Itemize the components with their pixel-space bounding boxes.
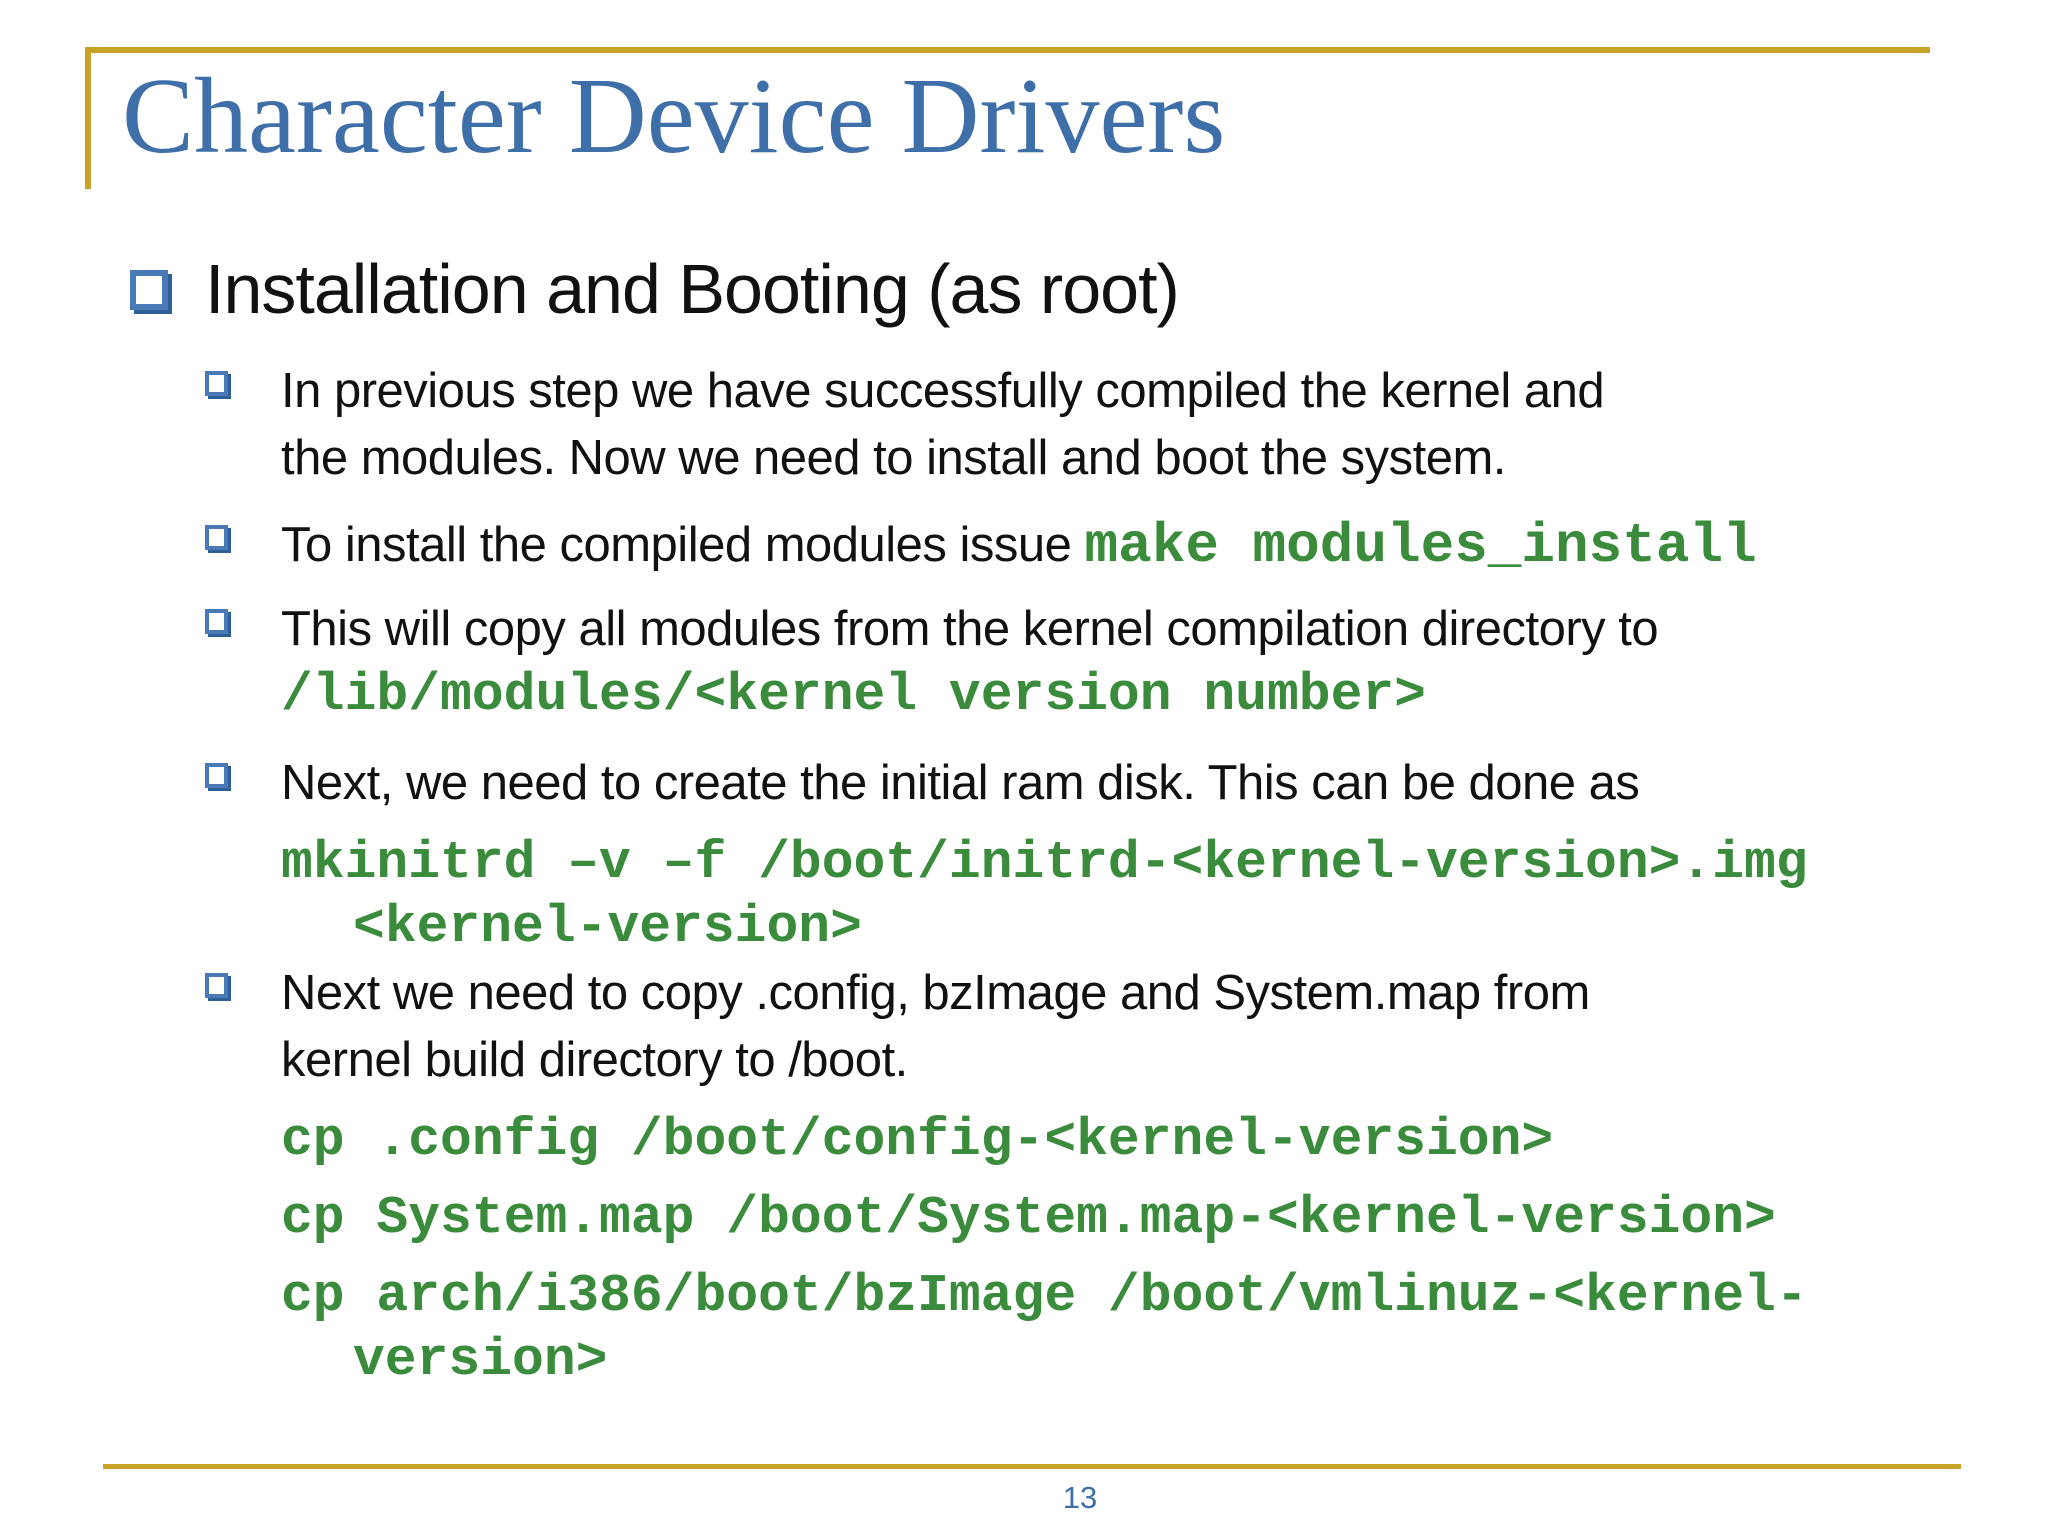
bullet-square-icon <box>205 609 228 634</box>
bullet-item: This will copy all modules from the kern… <box>205 596 1995 727</box>
bullet-square-icon <box>205 525 228 550</box>
section-heading: Installation and Booting (as root) <box>205 250 1180 328</box>
bullet-item: Next we need to copy .config, bzImage an… <box>205 960 1995 1392</box>
bullet-text-line: Next we need to copy .config, bzImage an… <box>281 966 1590 1020</box>
bullet-text-line: Next, we need to create the initial ram … <box>281 756 1640 810</box>
inline-code: make modules_install <box>1084 514 1757 578</box>
bullet-square-icon <box>205 973 228 998</box>
code-line: cp .config /boot/config-<kernel-version> <box>281 1110 1554 1170</box>
frame-top-rule <box>85 47 1930 53</box>
level1-bullet-row: Installation and Booting (as root) <box>128 246 1978 334</box>
bullet-text: To install the compiled modules issue <box>281 518 1085 572</box>
bullet-text-line: To install the compiled modules issue ma… <box>281 512 1995 580</box>
page-number: 13 <box>1062 1480 1098 1515</box>
code-line: cp arch/i386/boot/bzImage /boot/vmlinuz-… <box>281 1266 1808 1326</box>
bullet-square-icon <box>205 763 228 788</box>
bullet-item: In previous step we have successfully co… <box>205 358 1995 492</box>
code-line: mkinitrd –v –f /boot/initrd-<kernel-vers… <box>281 833 1808 893</box>
code-line: cp System.map /boot/System.map-<kernel-v… <box>281 1188 1776 1248</box>
bullet-text-line: This will copy all modules from the kern… <box>281 602 1659 656</box>
bullet-text-line: the modules. Now we need to install and … <box>281 431 1506 485</box>
code-line-continuation: <kernel-version> <box>353 897 862 957</box>
code-line: /lib/modules/<kernel version number> <box>281 665 1426 725</box>
footer-rule <box>103 1464 1961 1469</box>
bullet-text-line: kernel build directory to /boot. <box>281 1033 908 1087</box>
frame-left-rule <box>85 47 91 189</box>
bullet-item: To install the compiled modules issue ma… <box>205 512 1995 580</box>
bullet-square-icon <box>130 270 168 310</box>
bullet-item: Next, we need to create the initial ram … <box>205 750 1995 959</box>
bullet-square-icon <box>205 371 228 396</box>
slide-title: Character Device Drivers <box>122 57 1226 176</box>
bullet-text-line: In previous step we have successfully co… <box>281 364 1605 418</box>
code-line-continuation: version> <box>353 1330 608 1390</box>
